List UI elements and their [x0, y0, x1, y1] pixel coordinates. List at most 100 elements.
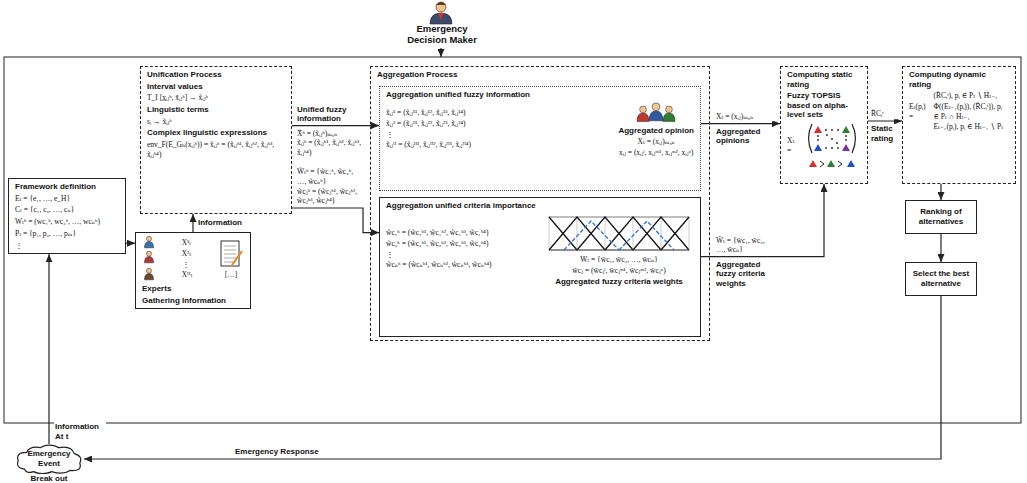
chart-grid	[549, 217, 550, 250]
person-head	[146, 268, 151, 273]
actor-label: Emergency Decision Maker	[402, 24, 482, 46]
text-row: Emergency Event	[22, 449, 76, 468]
flow-arrow	[940, 184, 941, 200]
text-row: Select the best alternative	[912, 269, 970, 288]
matrix-dot	[845, 139, 847, 141]
edge-label: Static rating	[871, 124, 901, 143]
flow-arrow	[701, 123, 780, 124]
matrix-dot	[825, 147, 827, 149]
person-head	[640, 106, 647, 113]
person-body	[649, 111, 663, 121]
outside-caption: Break out	[14, 474, 84, 483]
rating-triangle	[809, 160, 817, 167]
process-box: Aggregation unified fuzzy informationx̃ᵢ…	[379, 86, 701, 191]
person-head	[146, 251, 151, 256]
text-row: Unification Process	[147, 70, 285, 80]
formula-text: ⋮	[15, 241, 23, 251]
formula-text: x̃ᵢⱼᴴ = (x̃ᵢⱼᴴ¹, x̃ᵢⱼᴴ², x̃ᵢⱼᴴ³, x̃ᵢⱼᴴ⁴)	[386, 140, 471, 150]
node-heading: Fuzzy TOPSIS based on alpha-level sets	[787, 91, 861, 120]
notepad-icon	[218, 239, 244, 269]
event-cloud: Emergency EventBreak out	[14, 444, 84, 474]
person-body	[145, 274, 154, 280]
membership-triangle	[549, 217, 605, 250]
formula-label: W̄ₜ = {w̄c₁, w̄c₂, …, w̄cₙ}	[716, 235, 776, 255]
matrix-dot	[831, 147, 833, 149]
aggregated-triangle	[564, 221, 674, 250]
formula-text: x̃ᵢⱼ² = (x̃ᵢⱼ²¹, x̃ᵢⱼ²², x̃ᵢⱼ²³, x̃ᵢⱼ²⁴)	[386, 119, 471, 129]
text-row: Aggregation Process	[377, 70, 703, 80]
edge-label: Unified fuzzy information	[297, 104, 369, 123]
person-head	[436, 2, 446, 12]
cloud-outline	[18, 445, 81, 474]
experts-icons	[142, 236, 156, 282]
formula-text: Eₜ(pᵢ) =	[909, 102, 925, 122]
formula-text: Xᴴₜ	[182, 270, 193, 280]
text-row: Pₜ = {p₁, p₂, …, pₘ}	[15, 229, 119, 239]
chart-grid	[577, 217, 578, 250]
label-group: Information At t	[54, 422, 106, 441]
label-group: Xₜ = (xᵢⱼ)ₘₓₙ	[715, 112, 777, 122]
label-group: Emergency Decision Maker	[401, 24, 483, 46]
formula-text: ⋮	[386, 250, 492, 260]
formula-text: X²ₜ	[182, 249, 193, 259]
person-tie	[438, 13, 444, 20]
node-heading: Ranking of alternatives	[912, 207, 970, 226]
person-head	[146, 236, 151, 241]
text-column: T_I [x̲ᵢⱼʰ, x̄ᵢⱼʰ] → x̃ᵢⱼʰ	[147, 93, 208, 103]
formula-text: Eₜ = {e₁, …, e_H}	[15, 194, 70, 204]
text-column: ⋮	[15, 241, 23, 251]
formula-text: Pₜ = {p₁, p₂, …, pₘ}	[15, 229, 76, 239]
text-row: Aggregation unified fuzzy information	[386, 90, 694, 100]
formula-label: x̃ᵢⱼʰ = (x̃ᵢⱼʰ¹, x̃ᵢⱼʰ², x̃ᵢⱼʰ³, x̃ᵢⱼʰ⁴)	[297, 138, 369, 158]
text-column: Select the best alternative	[912, 269, 970, 288]
text-row: x̃ᵢⱼ¹ = (x̃ᵢⱼ¹¹, x̃ᵢⱼ¹², x̃ᵢⱼ¹³, x̃ᵢⱼ¹⁴)…	[386, 101, 694, 157]
formula-text: (R̃Cᵢᵗ), pᵢ ∈ Pₜ ∖ Hₜ₋₁	[933, 91, 1009, 101]
process-group: Computing dynamic ratingEₜ(pᵢ) =(R̃Cᵢᵗ),…	[902, 66, 1016, 184]
flow-arrow	[48, 254, 49, 444]
formula-text: W̄ₜ = {w̄c₁, w̄c₂, …, w̄cₙ}	[580, 255, 658, 265]
matrix-dot	[817, 139, 819, 141]
node-heading: Interval values	[147, 82, 203, 92]
person-body	[145, 242, 154, 248]
text-row: Gathering Information	[142, 296, 244, 306]
formula-text: Cₜ = {c₁, c₂, …, cₙ}	[15, 205, 74, 215]
process-box: Aggregation unified criteria importancew…	[379, 197, 701, 337]
text-column: Gathering Information	[142, 296, 226, 306]
decision-matrix-icon	[803, 122, 861, 170]
fuzzy-weights-chart	[544, 212, 694, 254]
formula-text: w̄cⱼ = (w̄cⱼˡ, w̄cⱼᵐ¹, w̄cⱼᵐ², w̄cⱼᵘ)	[572, 266, 665, 276]
formula-text: w̃cₙʰ = (w̃cₙʰ¹, w̃cₙʰ², w̃cₙʰ³, w̃cₙʰ⁴)	[386, 260, 492, 270]
chart-grid	[689, 217, 690, 250]
text-row: Experts	[142, 284, 244, 294]
label-group: Unified fuzzy information	[296, 104, 370, 123]
notepad-line	[224, 245, 236, 246]
text-row: sᵢ → x̃ᵢⱼʰ	[147, 117, 285, 127]
text-row: Framework definition	[15, 182, 119, 192]
formula-text: w̃c₁ʰ = (w̃c₁ʰ¹, w̃c₁ʰ², w̃c₁ʰ³, w̃c₁ʰ⁴)	[386, 228, 492, 238]
text-column	[803, 122, 861, 170]
formula-text: Φ((Eₜ₋₁(pᵢ)), (R̃Cᵢᵗ)), pᵢ ∈ Pₜ ∩ Hₜ₋₁	[933, 102, 1009, 122]
text-row: Linguistic terms	[147, 105, 285, 115]
text-row: Ranking of alternatives	[912, 207, 970, 226]
notepad-line	[224, 257, 236, 258]
text-row: env_F(E_Gₕ(xᵢⱼʰ)) = x̃ᵢⱼʰ = (x̃ᵢⱼʰ¹, x̃ᵢ…	[147, 140, 285, 160]
formula-text: sᵢ → x̃ᵢⱼʰ	[147, 117, 172, 127]
text-row: w̃c₁ʰ = (w̃c₁ʰ¹, w̃c₁ʰ², w̃c₁ʰ³, w̃c₁ʰ⁴)…	[386, 212, 694, 286]
matrix-dot	[837, 129, 839, 131]
formula-label: X̃ʰ = (x̃ᵢⱼʰ)ₘₓₙ	[297, 129, 369, 139]
text-row: Wₜʰ = (wc₁ʰ, wc₂ʰ, …, wcₙʰ)	[15, 217, 119, 227]
group-icon	[633, 101, 679, 125]
text-row: Complex linguistic expressions	[147, 128, 285, 138]
text-column	[142, 236, 156, 282]
node-heading: Aggregation unified fuzzy information	[386, 90, 530, 100]
text-column: w̃c₁ʰ = (w̃c₁ʰ¹, w̃c₁ʰ², w̃c₁ʰ³, w̃c₁ʰ⁴)…	[386, 228, 492, 270]
formula-text: Eₜ₋₁(pᵢ), pᵢ ∈ Hₜ₋₁ ∖ Pₜ	[933, 122, 1009, 132]
label-group: Aggregated opinions	[715, 127, 777, 146]
text-column: Wₜʰ = (wc₁ʰ, wc₂ʰ, …, wcₙʰ)	[15, 217, 100, 227]
formula-text: ⋮	[182, 260, 193, 270]
matrix-dot	[837, 147, 839, 149]
matrix-dot	[826, 134, 828, 136]
process-box: Select the best alternative	[905, 262, 977, 296]
rating-triangle	[842, 126, 850, 133]
text-column: (R̃Cᵢᵗ), pᵢ ∈ Pₜ ∖ Hₜ₋₁Φ((Eₜ₋₁(pᵢ)), (R̃…	[933, 91, 1009, 132]
